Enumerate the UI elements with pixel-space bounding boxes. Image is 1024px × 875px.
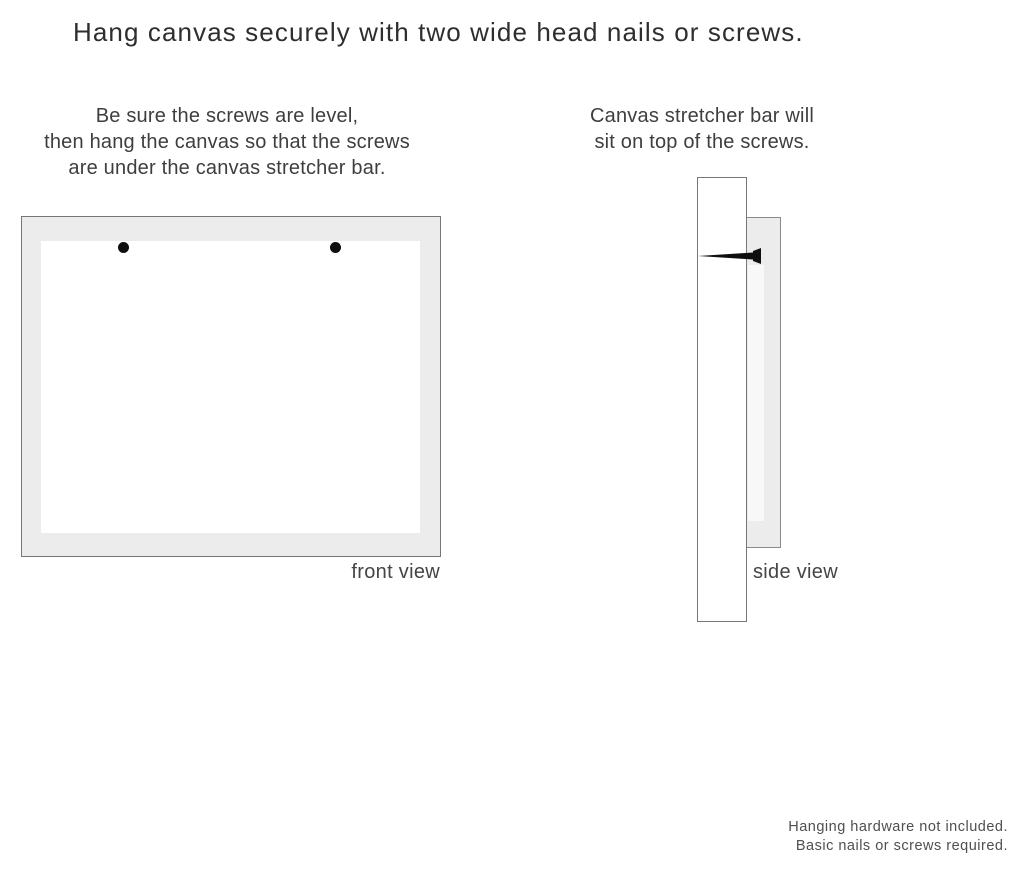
front-view-label: front view [351,561,440,583]
front-view-instruction: Be sure the screws are level, then hang … [44,105,410,179]
stretcher-bar [697,177,747,622]
nail-head-right-icon [330,242,341,253]
canvas-side-face [748,265,764,521]
page-title: Hang canvas securely with two wide head … [73,17,804,47]
side-view-instruction: Canvas stretcher bar will sit on top of … [590,105,814,153]
nail-shape [698,248,761,264]
nail-head-left-icon [118,242,129,253]
side-view-label: side view [753,561,838,583]
hardware-disclaimer: Hanging hardware not included. Basic nai… [788,819,1008,854]
nail-icon [698,248,761,264]
canvas-front-face [41,241,420,533]
front-view-diagram [21,216,441,557]
